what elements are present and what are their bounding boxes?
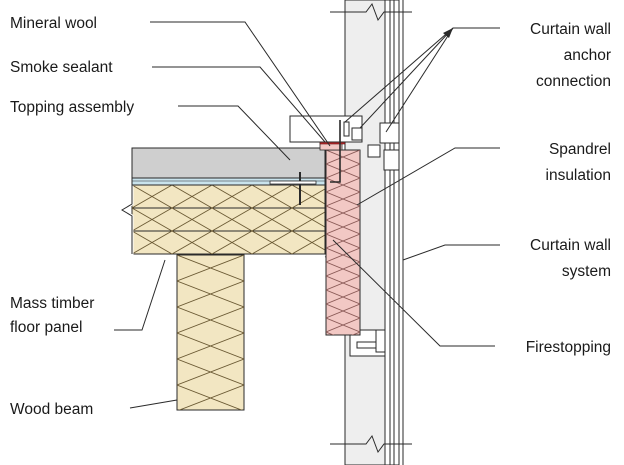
insulation-grain-line: [326, 261, 360, 277]
panel-grain-line: [171, 230, 213, 254]
panel-grain-line: [291, 188, 325, 209]
topping-assembly: [131, 147, 326, 205]
panel-grain-line: [171, 185, 213, 209]
insulation-grain-line: [326, 219, 360, 235]
insulation-grain-line: [326, 177, 360, 193]
insulation-grain-line: [351, 331, 360, 335]
panel-grain-line: [211, 230, 253, 254]
label-mineral-wool: Mineral wool: [10, 15, 97, 32]
insulation-grain-line: [326, 247, 360, 263]
panel-grain-line: [291, 234, 325, 254]
beam-grain-line: [177, 332, 244, 360]
panel-grain-line: [132, 207, 173, 232]
insulation-grain-line: [326, 317, 360, 333]
insulation-grain-line: [326, 303, 360, 319]
beam-grain-line: [177, 306, 244, 334]
beam-grain-line: [177, 255, 244, 282]
label-mass-timber-line1: Mass timber: [10, 295, 94, 312]
mass-timber-floor-panel: [131, 184, 326, 255]
beam-grain-line: [177, 358, 244, 386]
curtain-wall-system: [349, 0, 404, 465]
label-cw-anchor-line1: Curtain wall: [530, 21, 611, 38]
label-mass-timber-line2: floor panel: [10, 319, 82, 336]
insulation-grain-line: [326, 205, 360, 221]
leader-lines: [114, 21, 500, 409]
panel-grain-line: [251, 185, 293, 209]
beam-grain-line: [177, 280, 244, 308]
break-mark-top: [330, 2, 412, 22]
insulation-grain-line: [326, 331, 335, 335]
label-wood-beam: Wood beam: [10, 401, 93, 418]
insulation-grain-line: [326, 233, 360, 249]
curtain-wall-anchor: [289, 115, 363, 183]
panel-grain-line: [251, 207, 293, 232]
panel-grain-line: [251, 230, 293, 254]
insulation-grain-line: [326, 163, 360, 179]
label-spandrel-line1: Spandrel: [549, 141, 611, 158]
panel-grain-line: [291, 211, 325, 232]
panel-grain-line: [211, 207, 253, 232]
insulation-grain-line: [326, 191, 360, 207]
label-smoke-sealant: Smoke sealant: [10, 59, 113, 76]
label-spandrel-line2: insulation: [546, 167, 612, 184]
label-cw-system-line2: system: [562, 263, 611, 280]
wood-beam: [176, 254, 245, 411]
panel-grain-line: [211, 185, 253, 209]
label-firestopping: Firestopping: [526, 339, 611, 356]
label-cw-system-line1: Curtain wall: [530, 237, 611, 254]
spandrel-insulation: [325, 149, 361, 336]
insulation-grain-line: [326, 275, 360, 291]
anchor-arrowheads: [443, 28, 453, 38]
panel-grain-line: [171, 207, 213, 232]
label-topping-assembly: Topping assembly: [10, 99, 134, 116]
labels: Mineral wool Smoke sealant Topping assem…: [10, 15, 611, 418]
label-cw-anchor-line3: connection: [536, 73, 611, 90]
insulation-grain-line: [326, 289, 360, 305]
insulation-grain-line: [326, 150, 360, 165]
panel-grain-line: [132, 230, 173, 254]
label-cw-anchor-line2: anchor: [564, 47, 611, 64]
beam-grain-line: [178, 384, 244, 410]
break-mark-bottom: [330, 434, 412, 454]
panel-break-mark: [119, 183, 134, 256]
panel-grain-line: [132, 185, 173, 209]
